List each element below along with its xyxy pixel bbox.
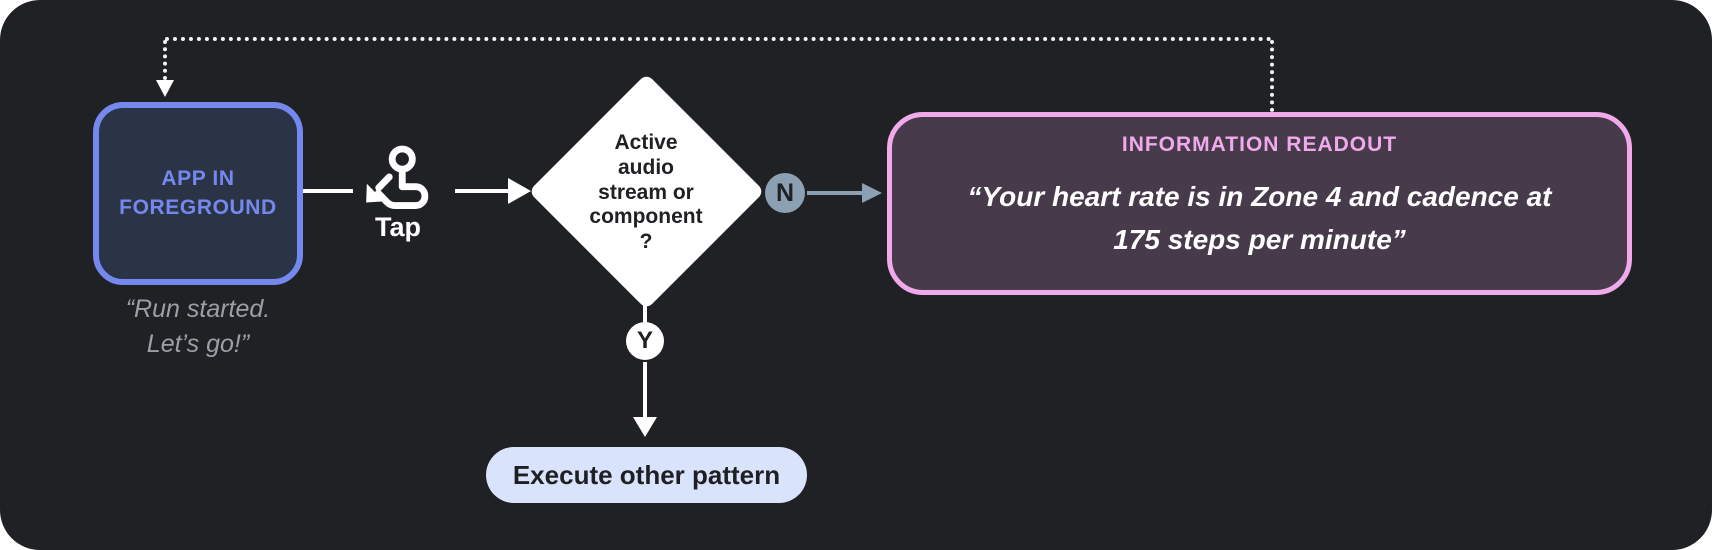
tap-label: Tap bbox=[375, 212, 421, 242]
node-app-in-foreground: APP IN FOREGROUND bbox=[93, 102, 303, 285]
node-execute-other-pattern: Execute other pattern bbox=[486, 447, 807, 503]
feedback-loop-horizontal-line bbox=[165, 37, 1272, 41]
readout-quote: “Your heart rate is in Zone 4 and cadenc… bbox=[967, 181, 1552, 256]
flow-line-yes-to-execute bbox=[643, 362, 647, 418]
decision-label: Active audio stream or component ? bbox=[589, 131, 703, 254]
flow-line-no-to-readout bbox=[807, 191, 864, 195]
flow-line-tap-to-decision bbox=[455, 189, 510, 193]
flow-arrowhead-into-readout-icon bbox=[862, 183, 882, 203]
flow-arrowhead-into-execute-icon bbox=[633, 417, 657, 437]
feedback-loop-arrowhead-icon bbox=[156, 80, 174, 97]
flow-arrowhead-into-decision-icon bbox=[508, 178, 531, 204]
app-in-foreground-label: APP IN FOREGROUND bbox=[119, 167, 277, 219]
flow-line-app-to-tap bbox=[303, 189, 353, 193]
branch-no-badge: N bbox=[765, 173, 805, 213]
tap-gesture-icon bbox=[360, 142, 438, 220]
readout-title: INFORMATION READOUT bbox=[1121, 133, 1398, 156]
app-voice-caption: “Run started. Let’s go!” bbox=[125, 295, 271, 358]
branch-yes-badge: Y bbox=[626, 322, 664, 360]
feedback-loop-left-line bbox=[163, 40, 167, 80]
node-information-readout: INFORMATION READOUT “Your heart rate is … bbox=[887, 112, 1632, 295]
feedback-loop-right-line bbox=[1270, 40, 1274, 112]
flow-line-decision-to-yes bbox=[643, 296, 647, 324]
